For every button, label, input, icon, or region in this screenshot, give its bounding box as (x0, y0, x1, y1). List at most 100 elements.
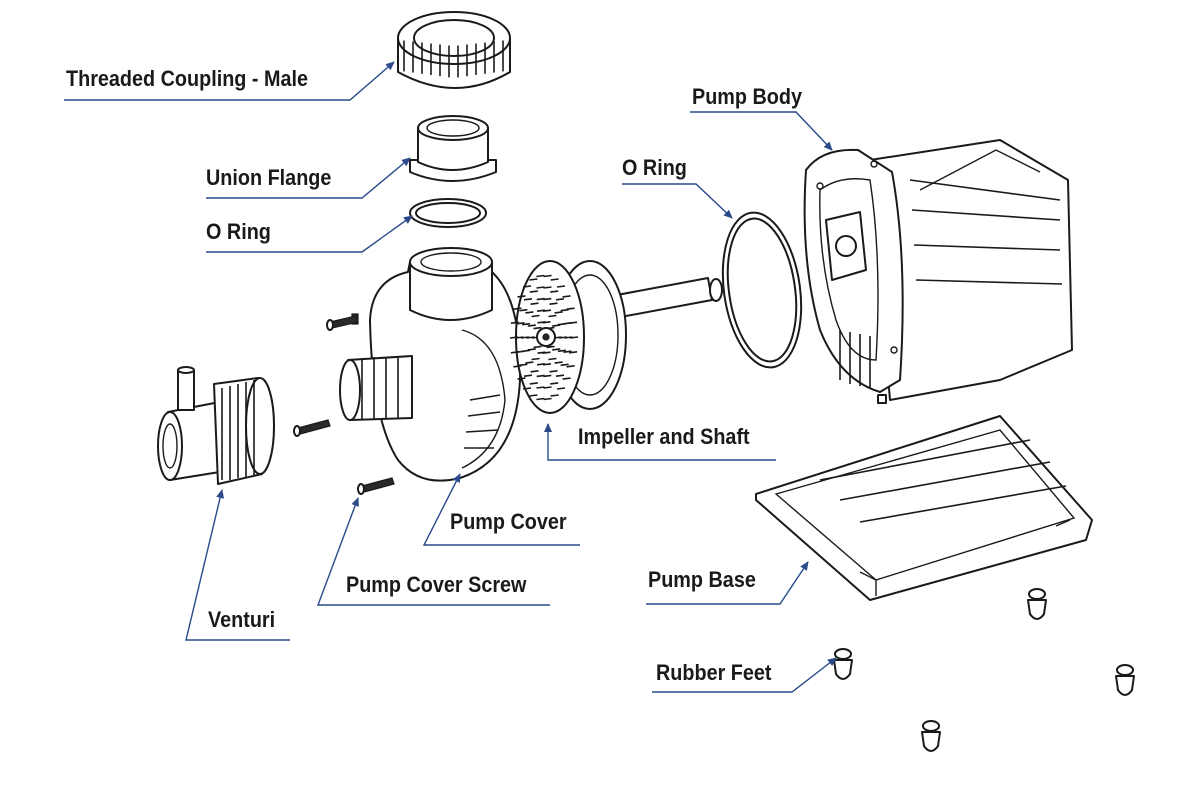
impeller-blade (562, 295, 571, 298)
label-pump-body: Pump Body (692, 84, 803, 109)
impeller-blade (513, 307, 522, 310)
label-union-flange: Union Flange (206, 165, 332, 190)
impeller-blade (510, 321, 519, 324)
rubber-foot-4 (921, 720, 941, 752)
impeller-blade (537, 351, 546, 354)
impeller-blade (550, 394, 559, 397)
impeller-blade (569, 351, 578, 354)
impeller-blade (566, 365, 575, 368)
leader-rubber-feet (652, 657, 837, 693)
impeller-blade (529, 278, 538, 281)
impeller-blade (563, 350, 572, 353)
impeller-blade (536, 286, 545, 289)
leader-threaded-coupling (64, 61, 395, 101)
impeller-blade (543, 397, 552, 401)
impeller-blade (529, 394, 538, 397)
rubber-feet-part (833, 588, 1135, 752)
impeller-blade (523, 298, 533, 301)
impeller-blade (554, 311, 563, 314)
impeller-blade (556, 387, 566, 390)
impeller-blade (542, 309, 552, 312)
impeller-blade (543, 386, 552, 389)
impeller-blade (525, 311, 534, 314)
impeller-blade (543, 374, 552, 378)
leader-impeller (544, 423, 776, 461)
impeller-blade (525, 361, 534, 364)
impeller-blade (527, 324, 536, 327)
screw-bottom (357, 477, 395, 495)
impeller-blade (531, 314, 540, 318)
union-flange-part (409, 115, 497, 182)
label-threaded-coupling-male: Threaded Coupling - Male (66, 66, 309, 91)
label-venturi: Venturi (208, 607, 276, 632)
impeller-blade (549, 302, 558, 305)
label-pump-base: Pump Base (648, 567, 756, 592)
impeller-blade (536, 274, 545, 278)
impeller-blade (569, 336, 579, 339)
impeller-blade (560, 363, 569, 367)
leader-pump-body (690, 111, 833, 151)
impeller-blade (529, 382, 538, 385)
impeller-blade (522, 387, 532, 390)
impeller-blade (536, 297, 545, 301)
impeller-blade (546, 345, 555, 349)
impeller-blade (552, 348, 561, 351)
impeller-blade (549, 370, 558, 373)
rubber-foot-3 (1115, 664, 1135, 696)
o-ring-small-part (409, 198, 487, 228)
rubber-foot-2 (833, 648, 853, 680)
label-o-ring-large: O Ring (622, 155, 687, 180)
impeller-blade (562, 377, 571, 380)
impeller-blade (536, 386, 545, 389)
impeller-blade (529, 290, 538, 293)
impeller-blade (543, 297, 552, 301)
threaded-coupling-part (397, 11, 511, 89)
pump-body-part (803, 139, 1073, 404)
impeller-blade (548, 314, 557, 318)
label-pump-cover-screw: Pump Cover Screw (346, 572, 527, 597)
leader-pump-base (646, 561, 809, 605)
venturi-part (157, 366, 275, 485)
impeller-blade (516, 322, 525, 325)
impeller-blade (554, 361, 563, 364)
o-ring-large-part (721, 211, 803, 369)
impeller-blade (519, 308, 528, 312)
impeller-blade (517, 377, 526, 380)
impeller-blade (523, 374, 533, 377)
leader-pump-cover (422, 473, 580, 546)
impeller-blade (517, 295, 526, 298)
impeller-blade (557, 349, 566, 353)
impeller-blade (510, 351, 519, 354)
impeller-blade (550, 278, 559, 281)
screw-top (326, 313, 359, 331)
impeller-blade (513, 365, 522, 368)
leader-o-ring-small (206, 215, 413, 253)
impeller-blade (566, 307, 575, 310)
impeller-blade (509, 336, 519, 339)
impeller-blade (536, 397, 545, 401)
pump-base-part (755, 415, 1093, 601)
impeller-blade (550, 290, 559, 293)
impeller-blade (543, 274, 552, 278)
rubber-foot-1 (1027, 588, 1047, 620)
impeller-blade (530, 370, 539, 373)
pump-cover-screws (293, 313, 395, 495)
label-o-ring-small: O Ring (206, 219, 271, 244)
impeller-blade (555, 298, 565, 301)
label-rubber-feet: Rubber Feet (656, 660, 772, 685)
impeller-and-shaft-part (509, 260, 723, 414)
leader-pump-cover-screw (316, 497, 550, 606)
impeller-blade (550, 382, 559, 385)
impeller-blade (530, 302, 539, 305)
impeller-blade (555, 374, 565, 377)
label-impeller-and-shaft: Impeller and Shaft (578, 424, 750, 449)
impeller-blade (536, 374, 545, 378)
impeller-blade (548, 357, 557, 361)
leader-union-flange (206, 157, 411, 199)
screw-middle (293, 419, 331, 437)
leader-lines (64, 61, 837, 693)
impeller-blade (556, 285, 566, 288)
impeller-blade (522, 322, 531, 326)
impeller-blade (569, 321, 578, 324)
